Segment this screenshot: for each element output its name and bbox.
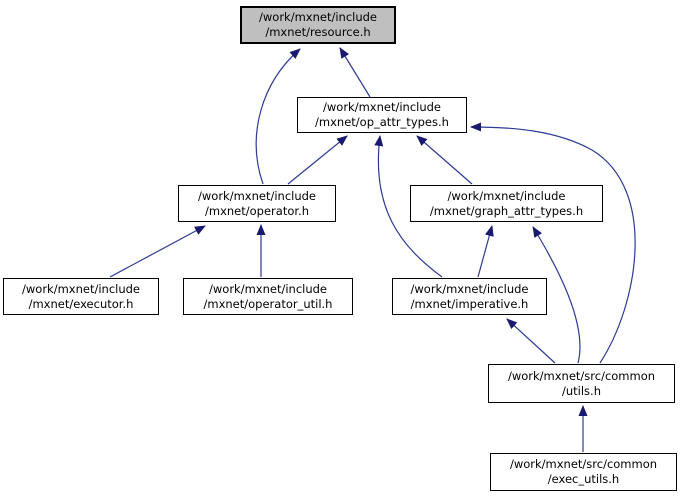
node-op-attr-types-h[interactable]: /work/mxnet/include /mxnet/op_attr_types… <box>297 97 467 133</box>
node-label-line2: /mxnet/operator_util.h <box>203 296 333 311</box>
node-label-line2: /mxnet/resource.h <box>265 25 371 39</box>
edge-imperative-to-op_attr_types <box>374 135 443 278</box>
node-operator-h[interactable]: /work/mxnet/include /mxnet/operator.h <box>178 185 336 222</box>
node-label-line1: /work/mxnet/include <box>410 281 529 296</box>
node-resource-h: /work/mxnet/include /mxnet/resource.h <box>240 6 396 44</box>
node-executor-h[interactable]: /work/mxnet/include /mxnet/executor.h <box>3 278 159 315</box>
node-label-line2: /mxnet/imperative.h <box>410 296 529 311</box>
edge-executor-to-operator <box>109 225 206 278</box>
edge-imperative-to-graph_attr_types <box>477 225 494 278</box>
edge-utils-to-graph_attr_types <box>532 226 581 364</box>
node-label-line2: /exec_utils.h <box>547 472 620 486</box>
node-label-line2: /utils.h <box>562 383 601 398</box>
node-label-line1: /work/mxnet/include <box>22 281 140 296</box>
node-utils-h[interactable]: /work/mxnet/src/common /utils.h <box>488 364 675 403</box>
node-label-line2: /mxnet/op_attr_types.h <box>315 115 449 129</box>
node-label-line2: /mxnet/operator.h <box>205 203 309 218</box>
node-label-line1: /work/mxnet/include <box>209 281 327 296</box>
node-label-line2: /mxnet/graph_attr_types.h <box>429 203 584 218</box>
node-imperative-h[interactable]: /work/mxnet/include /mxnet/imperative.h <box>392 278 547 315</box>
node-label-line1: /work/mxnet/src/common <box>509 457 658 472</box>
edge-utils-to-op_attr_types <box>470 122 636 364</box>
edge-graph_attr_types-to-op_attr_types <box>416 135 473 185</box>
node-label-line1: /work/mxnet/include <box>323 100 441 115</box>
node-label-line1: /work/mxnet/src/common <box>507 368 656 383</box>
node-graph-attr-types-h[interactable]: /work/mxnet/include /mxnet/graph_attr_ty… <box>410 185 603 222</box>
node-label-line2: /mxnet/executor.h <box>28 296 134 311</box>
edge-operator-to-resource <box>255 48 301 185</box>
node-label-line1: /work/mxnet/include <box>447 188 566 203</box>
node-exec-utils-h[interactable]: /work/mxnet/src/common /exec_utils.h <box>490 453 677 491</box>
edge-operator-to-op_attr_types <box>287 135 348 185</box>
edge-op_attr_types-to-resource <box>339 47 371 98</box>
node-operator-util-h[interactable]: /work/mxnet/include /mxnet/operator_util… <box>183 278 353 315</box>
node-label-line1: /work/mxnet/include <box>259 10 377 25</box>
node-label-line1: /work/mxnet/include <box>198 188 316 203</box>
edge-utils-to-imperative <box>506 318 556 364</box>
